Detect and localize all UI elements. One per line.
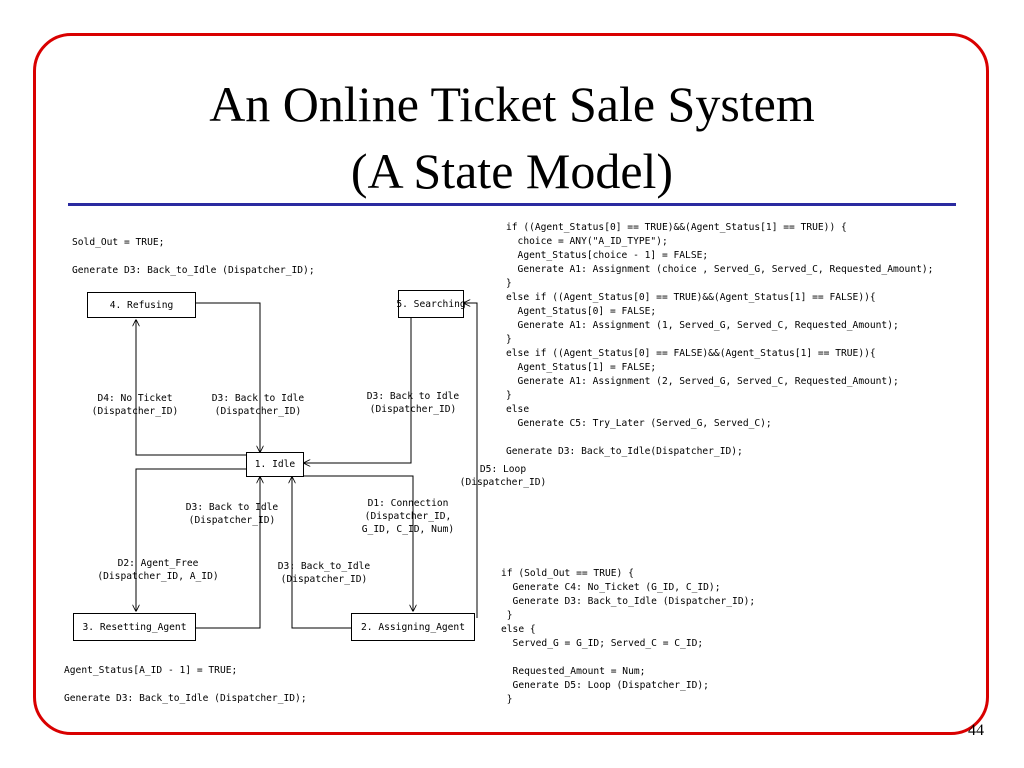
- label-d3-assigning-to-idle: D3: Back_to_Idle (Dispatcher_ID): [277, 561, 371, 585]
- label-d4-no-ticket: D4: No Ticket (Dispatcher_ID): [91, 393, 179, 417]
- state-refusing: 4. Refusing: [87, 292, 196, 318]
- edge-d3-refusing-to-idle: [196, 302, 260, 452]
- title-underline: [68, 203, 956, 206]
- label-d3-resetting-to-idle: D3: Back to Idle (Dispatcher_ID): [185, 502, 279, 526]
- edge-d3-searching-to-idle: [304, 318, 412, 463]
- resetting-action-code: Agent_Status[A_ID - 1] = TRUE; Generate …: [64, 665, 307, 704]
- label-d2-agent-free: D2: Agent_Free (Dispatcher_ID, A_ID): [97, 558, 219, 582]
- label-d3-searching-to-idle: D3: Back to Idle (Dispatcher_ID): [366, 391, 460, 415]
- state-resetting-agent: 3. Resetting_Agent: [73, 613, 196, 641]
- edge-d1-idle-to-assigning: [304, 475, 413, 611]
- refusing-action-code: Sold_Out = TRUE; Generate D3: Back_to_Id…: [72, 237, 315, 276]
- label-d3-refusing-to-idle: D3: Back to Idle (Dispatcher_ID): [211, 393, 305, 417]
- label-d1-connection: D1: Connection (Dispatcher_ID, G_ID, C_I…: [361, 498, 455, 535]
- state-searching: 5. Searching: [396, 290, 466, 318]
- edge-d3-assigning-to-idle: [292, 477, 351, 629]
- edge-d4-idle-to-refusing: [136, 320, 246, 456]
- page-number: 44: [968, 722, 984, 739]
- edge-d3-resetting-to-idle: [196, 477, 260, 629]
- state-assigning-agent: 2. Assigning_Agent: [351, 613, 475, 641]
- state-idle: 1. Idle: [246, 452, 304, 477]
- slide-title-line-2: (A State Model): [350, 143, 674, 199]
- edge-d5-assigning-to-searching: [464, 303, 478, 618]
- assigning-action-code: if (Sold_Out == TRUE) { Generate C4: No_…: [501, 568, 756, 705]
- label-d5-loop: D5: Loop (Dispatcher_ID): [459, 464, 547, 488]
- edge-d2-idle-to-resetting: [136, 468, 246, 611]
- slide-title-line-1: An Online Ticket Sale System: [209, 76, 815, 132]
- slide-frame: [33, 33, 989, 735]
- searching-action-code: if ((Agent_Status[0] == TRUE)&&(Agent_St…: [506, 222, 934, 457]
